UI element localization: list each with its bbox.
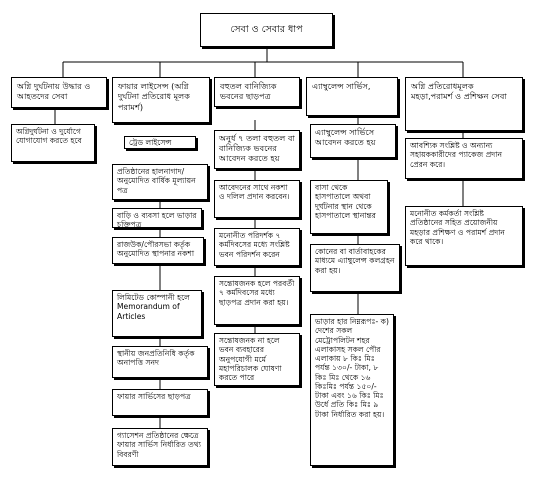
step-license-assessment: প্রতিষ্ঠানের হালনাগাদ/অনুমোদিত বার্ষিক ম… bbox=[112, 164, 208, 200]
step-ambulance-call: কোনের বা বার্তাবাহকের মাধ্যমে এ্যাম্বুলে… bbox=[310, 244, 400, 292]
step-building-inspection: মনোনীত পরিদর্শক ৭ কর্মদিবসের মধ্যে সংশ্ল… bbox=[214, 228, 300, 266]
step-license-gas-info: গ্যাসেশন প্রতিষ্ঠানের ক্ষেত্রে ফায়ার সা… bbox=[112, 428, 208, 466]
step-fire-rescue-1: অগ্নিদুর্ঘটনা ও দুর্যোগে যোগাযোগ করতে হব… bbox=[11, 124, 95, 162]
header-fire-license: ফায়ার লাইসেন্স (অগ্নি দুর্ঘটনা প্রতিরোধ… bbox=[112, 77, 210, 123]
step-building-reject: সন্তোষজনক না হলে ভবন ব্যবহারের অনুপযোগী … bbox=[214, 333, 300, 386]
step-license-clearance: ফায়ার সার্ভিসের ছাড়পত্র bbox=[112, 389, 208, 416]
header-ambulance: এ্যাম্বুলেন্স সার্ভিস, bbox=[306, 77, 398, 116]
step-building-documents: আবেদনের সাথে নকশা ও দলিল প্রদান করবেন। bbox=[214, 180, 300, 218]
memorandum-text: লিমিটেড কোম্পানী হলে Memorandum of Artic… bbox=[117, 293, 190, 321]
step-drill-officer: মনোনীত কর্মকর্তা সংশ্লিষ্ট প্রতিষ্ঠানের … bbox=[405, 206, 523, 266]
step-license-rent: বাড়ি ও ব্যবসা হলে ভাড়ার চুক্তিপত্র bbox=[112, 208, 202, 228]
step-drill-package: আবশ্যিক সংশ্লিষ্ট ও অন্যান্য সহায়ককারীদ… bbox=[405, 138, 523, 179]
step-license-noc: স্থানীয় জনপ্রতিনিধি কর্তৃক অনাপত্তি সনদ bbox=[112, 346, 208, 378]
step-ambulance-transfer: বাসা থেকে হাসপাতালে অথবা দুর্ঘটনার স্থান… bbox=[310, 180, 388, 234]
header-building-clearance: বহুতল বানিজ্যিক ভবনের ছাড়পত্র bbox=[214, 77, 300, 107]
header-drill-training: অগ্নি প্রতিরোধমূলক মহড়া,পরামর্শ ও প্রশি… bbox=[405, 77, 523, 131]
step-license-trade: ট্রেড লাইসেন্স bbox=[124, 136, 196, 149]
root-node: সেবা ও সেবার ধাপ bbox=[200, 13, 333, 47]
header-fire-rescue: অগ্নি দুর্ঘটনায় উদ্ধার ও আহতদের সেবা bbox=[11, 77, 107, 108]
step-building-apply: অনুর্ধ ৭ তলা বহুতল বা বানিজ্যিক ভবনের আব… bbox=[214, 130, 300, 169]
step-license-plan: রাজউক/পৌরসভা কর্তৃক অনুমোদিত স্থাপনার নক… bbox=[112, 237, 204, 264]
step-license-memorandum: লিমিটেড কোম্পানী হলে Memorandum of Artic… bbox=[112, 290, 202, 337]
step-ambulance-apply: এ্যাম্বুলেন্স সার্ভিসে আবেদন করতে হয় bbox=[310, 124, 396, 158]
step-building-approve: সন্তোষজনক হলে পরবর্তী ৭ কর্মদিবসের মধ্যে… bbox=[214, 276, 300, 325]
step-ambulance-fare: ভাড়ার হার নিম্নরূপঃ- ক) দেশের সকল মেট্র… bbox=[310, 314, 394, 466]
